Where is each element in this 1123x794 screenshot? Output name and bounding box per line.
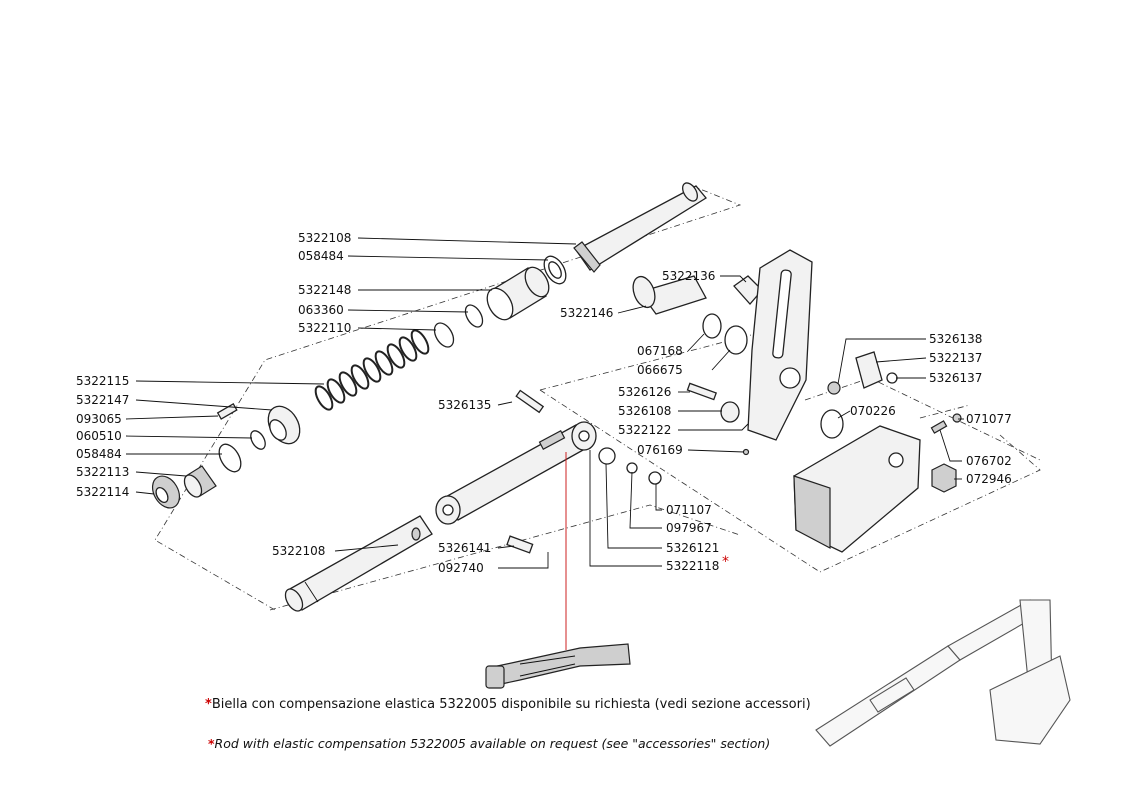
part-label: 5322147 xyxy=(76,393,129,407)
pin-5326141 xyxy=(506,535,534,554)
washer-066675 xyxy=(724,325,748,355)
part-label: 5326126 xyxy=(618,385,671,399)
lower-shaft xyxy=(284,515,433,612)
part-label: 097967 xyxy=(666,521,712,535)
ring-058484-upper xyxy=(543,255,567,285)
part-label: 076702 xyxy=(966,454,1012,468)
nut-072946 xyxy=(931,463,957,493)
part-label: 5322146 xyxy=(560,306,613,320)
part-label: 093065 xyxy=(76,412,122,426)
asterisk-mark: * xyxy=(205,697,212,712)
part-label: 092740 xyxy=(438,561,484,575)
note-italian-text: Biella con compensazione elastica 532200… xyxy=(211,697,811,712)
part-label: 5326137 xyxy=(929,371,982,385)
spring-5322115 xyxy=(314,329,430,411)
part-label: 067168 xyxy=(637,344,683,358)
asterisk-mark: * xyxy=(722,554,729,570)
screw-5326126 xyxy=(686,382,718,401)
spacer-5326108 xyxy=(720,401,740,423)
nut-071107 xyxy=(648,471,662,485)
part-label: 5326141 xyxy=(438,541,491,555)
nut-071077 xyxy=(952,413,962,423)
bushing-5322148 xyxy=(486,266,550,321)
part-label: 071077 xyxy=(966,412,1012,426)
washer-063360 xyxy=(464,304,484,328)
part-label: 5326135 xyxy=(438,398,491,412)
part-label: 070226 xyxy=(850,404,896,418)
ring-058484-lower xyxy=(218,443,242,473)
pivot-5322146 xyxy=(632,275,707,315)
part-label: 5326121 xyxy=(666,541,719,555)
pin-5326135 xyxy=(515,389,545,414)
collet-5322113 xyxy=(183,465,217,498)
flange-5322147 xyxy=(267,405,301,445)
part-label: 5322108 xyxy=(272,544,325,558)
nut-5322114 xyxy=(151,475,181,509)
part-label: 063360 xyxy=(298,303,344,317)
washer-067168 xyxy=(702,313,722,339)
part-labels: 5322108 058484 5322148 063360 5322110 53… xyxy=(76,231,1012,575)
part-label: 066675 xyxy=(637,363,683,377)
part-label: 5322110 xyxy=(298,321,351,335)
leader-lines xyxy=(125,237,964,569)
note-english: *Rod with elastic compensation 5322005 a… xyxy=(208,736,770,751)
part-label: 058484 xyxy=(76,447,122,461)
screw-5326138 xyxy=(827,381,841,395)
bearing-070226 xyxy=(820,409,844,439)
lever-5322122 xyxy=(747,249,813,441)
screw-076169 xyxy=(742,448,750,456)
part-label: 5322108 xyxy=(298,231,351,245)
part-label: 5322114 xyxy=(76,485,129,499)
part-label: 5322118 xyxy=(666,559,719,573)
note-italian: *Biella con compensazione elastica 53220… xyxy=(205,697,811,712)
nut-5326137 xyxy=(886,372,898,384)
bracket-5322137 xyxy=(855,351,883,389)
part-label: 5326108 xyxy=(618,404,671,418)
asterisk-mark: * xyxy=(208,736,215,751)
o-ring-060510 xyxy=(250,430,266,450)
note-english-text: Rod with elastic compensation 5322005 av… xyxy=(214,736,771,751)
part-label: 5322122 xyxy=(618,423,671,437)
part-label: 5322113 xyxy=(76,465,129,479)
part-label: 5322148 xyxy=(298,283,351,297)
part-label: 5322136 xyxy=(662,269,715,283)
part-label: 5326138 xyxy=(929,332,982,346)
assembled-overview xyxy=(815,599,1071,747)
part-label: 071107 xyxy=(666,503,712,517)
part-label: 060510 xyxy=(76,429,122,443)
bushing-5326121 xyxy=(598,447,616,465)
elastic-rod-5322005 xyxy=(485,643,631,689)
upper-shaft xyxy=(573,182,707,273)
part-label: 076169 xyxy=(637,443,683,457)
stud-076702 xyxy=(930,420,948,434)
part-label: 5322115 xyxy=(76,374,129,388)
part-label: 072946 xyxy=(966,472,1012,486)
washer-5322110 xyxy=(433,322,455,348)
washer-097967 xyxy=(626,462,638,474)
part-label: 5322137 xyxy=(929,351,982,365)
part-label: 058484 xyxy=(298,249,344,263)
connecting-rod-5322118 xyxy=(435,421,597,525)
housing-block xyxy=(793,425,921,553)
